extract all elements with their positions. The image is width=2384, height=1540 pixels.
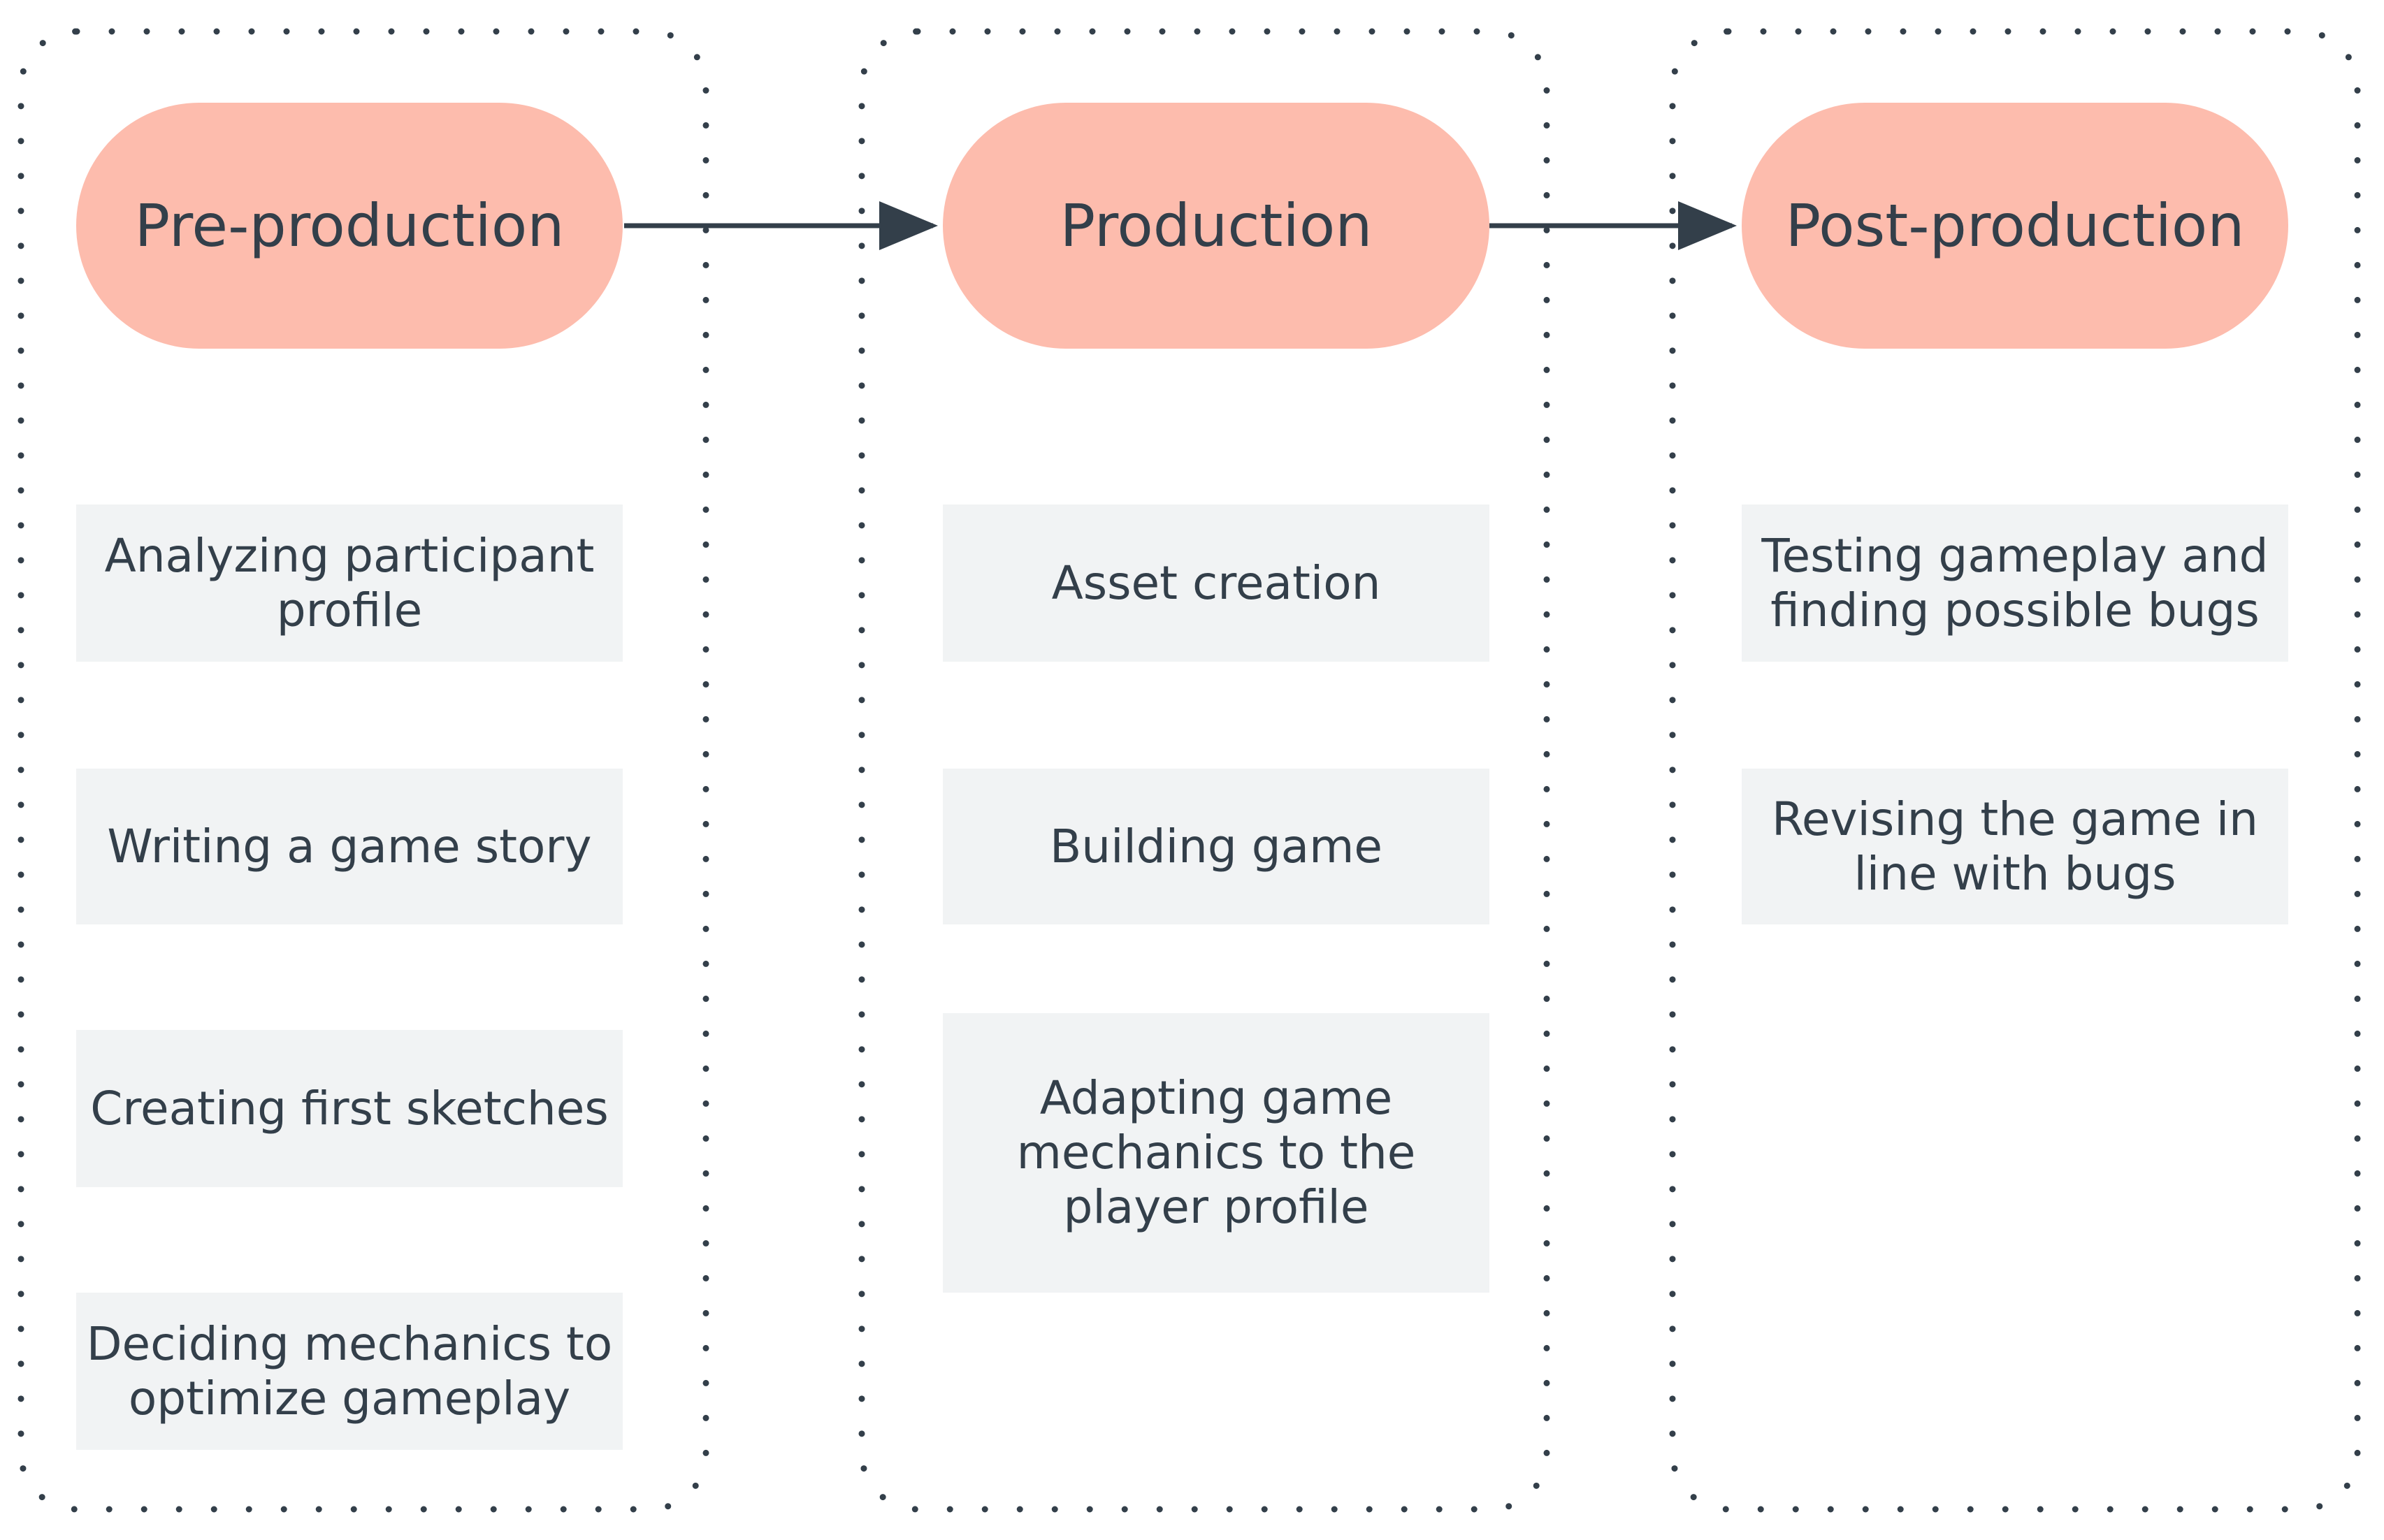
task-label: Asset creation <box>1051 555 1381 610</box>
stage-post-production-label: Post-production <box>1785 191 2245 260</box>
stage-production-label: Production <box>1060 191 1373 260</box>
task-revising-game: Revising the game in line with bugs <box>1742 769 2288 924</box>
task-label: Deciding mechanics to optimize gameplay <box>86 1316 613 1425</box>
task-creating-first-sketches: Creating first sketches <box>76 1030 623 1187</box>
task-label: Analyzing participant profile <box>104 528 595 637</box>
stage-pre-production-label: Pre-production <box>134 191 565 260</box>
task-writing-game-story: Writing a game story <box>76 769 623 924</box>
task-building-game: Building game <box>943 769 1489 924</box>
stage-post-production: Post-production <box>1742 103 2288 349</box>
task-label: Writing a game story <box>107 819 592 873</box>
stage-production: Production <box>943 103 1489 349</box>
task-label: Creating first sketches <box>90 1081 609 1135</box>
stage-group-pre-production <box>17 28 709 1513</box>
task-label: Building game <box>1050 819 1382 873</box>
task-testing-gameplay: Testing gameplay and finding possible bu… <box>1742 504 2288 662</box>
task-label: Adapting game mechanics to the player pr… <box>1016 1071 1416 1234</box>
task-adapting-game-mechanics: Adapting game mechanics to the player pr… <box>943 1013 1489 1293</box>
task-deciding-mechanics: Deciding mechanics to optimize gameplay <box>76 1293 623 1450</box>
task-analyzing-participant-profile: Analyzing participant profile <box>76 504 623 662</box>
stage-group-post-production <box>1669 28 2361 1513</box>
stage-pre-production: Pre-production <box>76 103 623 349</box>
task-label: Revising the game in line with bugs <box>1772 792 2258 901</box>
task-asset-creation: Asset creation <box>943 504 1489 662</box>
task-label: Testing gameplay and finding possible bu… <box>1761 528 2269 637</box>
stage-group-production <box>858 28 1550 1513</box>
